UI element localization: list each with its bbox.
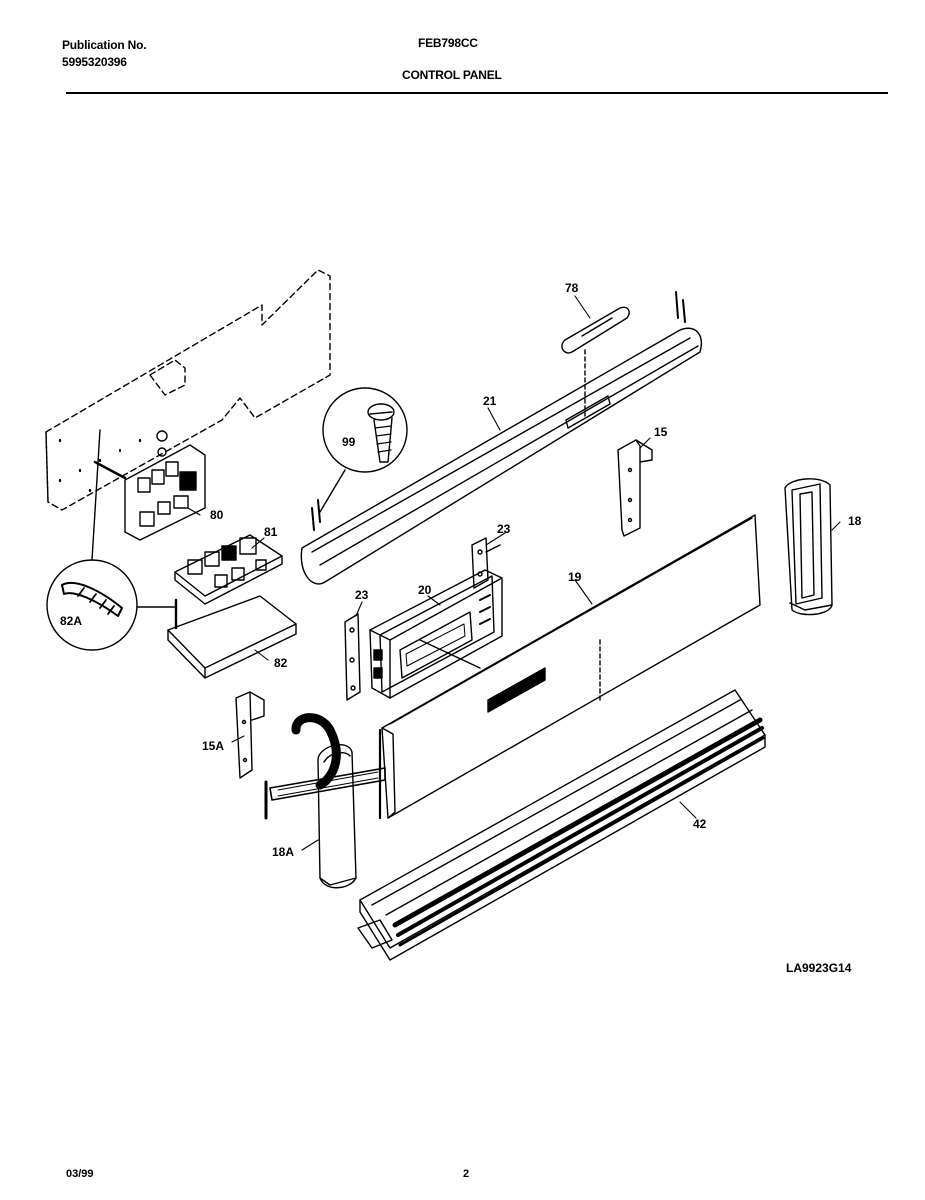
bracket-15a bbox=[235, 691, 265, 779]
part-label-82: 82 bbox=[274, 656, 288, 670]
ribbon-cable bbox=[264, 713, 386, 820]
diagram-code: LA9923G14 bbox=[786, 961, 852, 975]
control-board-81 bbox=[174, 534, 283, 605]
mounting-tray-82 bbox=[167, 595, 297, 679]
screws bbox=[311, 291, 686, 531]
part-label-23-right: 23 bbox=[497, 522, 511, 536]
part-label-80: 80 bbox=[210, 508, 224, 522]
support-rail-42 bbox=[357, 689, 766, 961]
part-label-19: 19 bbox=[568, 570, 582, 584]
header-rule bbox=[66, 92, 888, 94]
publication-label: Publication No. bbox=[62, 38, 147, 52]
part-label-99: 99 bbox=[342, 435, 356, 449]
glass-panel-19 bbox=[378, 514, 761, 820]
trim-21 bbox=[300, 327, 702, 585]
part-label-18a: 18A bbox=[272, 845, 294, 859]
part-label-15a: 15A bbox=[202, 739, 224, 753]
section-title: CONTROL PANEL bbox=[402, 68, 502, 82]
bracket-23-left bbox=[344, 613, 361, 701]
part-label-15: 15 bbox=[654, 425, 668, 439]
end-cap-18 bbox=[784, 478, 833, 616]
part-label-20: 20 bbox=[418, 583, 432, 597]
control-module-20 bbox=[369, 569, 503, 699]
part-label-81: 81 bbox=[264, 525, 278, 539]
part-78 bbox=[561, 306, 630, 417]
part-label-21: 21 bbox=[483, 394, 497, 408]
bracket-23-right bbox=[471, 537, 501, 589]
control-board-80 bbox=[93, 444, 206, 541]
part-label-78: 78 bbox=[565, 281, 579, 295]
callout-99 bbox=[319, 387, 408, 513]
page-number: 2 bbox=[463, 1168, 470, 1180]
part-label-42: 42 bbox=[693, 817, 707, 831]
panel-hole bbox=[156, 430, 168, 442]
part-label-82a: 82A bbox=[60, 614, 82, 628]
model-number: FEB798CC bbox=[418, 36, 478, 50]
part-label-23-left: 23 bbox=[355, 588, 369, 602]
bracket-15 bbox=[617, 439, 653, 537]
part-label-18: 18 bbox=[848, 514, 862, 528]
panel-dots bbox=[58, 438, 142, 493]
panel-hole bbox=[157, 447, 167, 457]
end-cap-18a bbox=[317, 743, 357, 889]
callout-82a bbox=[46, 429, 176, 651]
part-labels: 78 21 99 15 18 80 81 23 23 20 19 82A 82 … bbox=[60, 281, 862, 975]
footer-date: 03/99 bbox=[66, 1168, 94, 1180]
rear-panel-outline bbox=[45, 269, 331, 511]
leader-lines bbox=[187, 295, 841, 851]
publication-number: 5995320396 bbox=[62, 55, 127, 69]
